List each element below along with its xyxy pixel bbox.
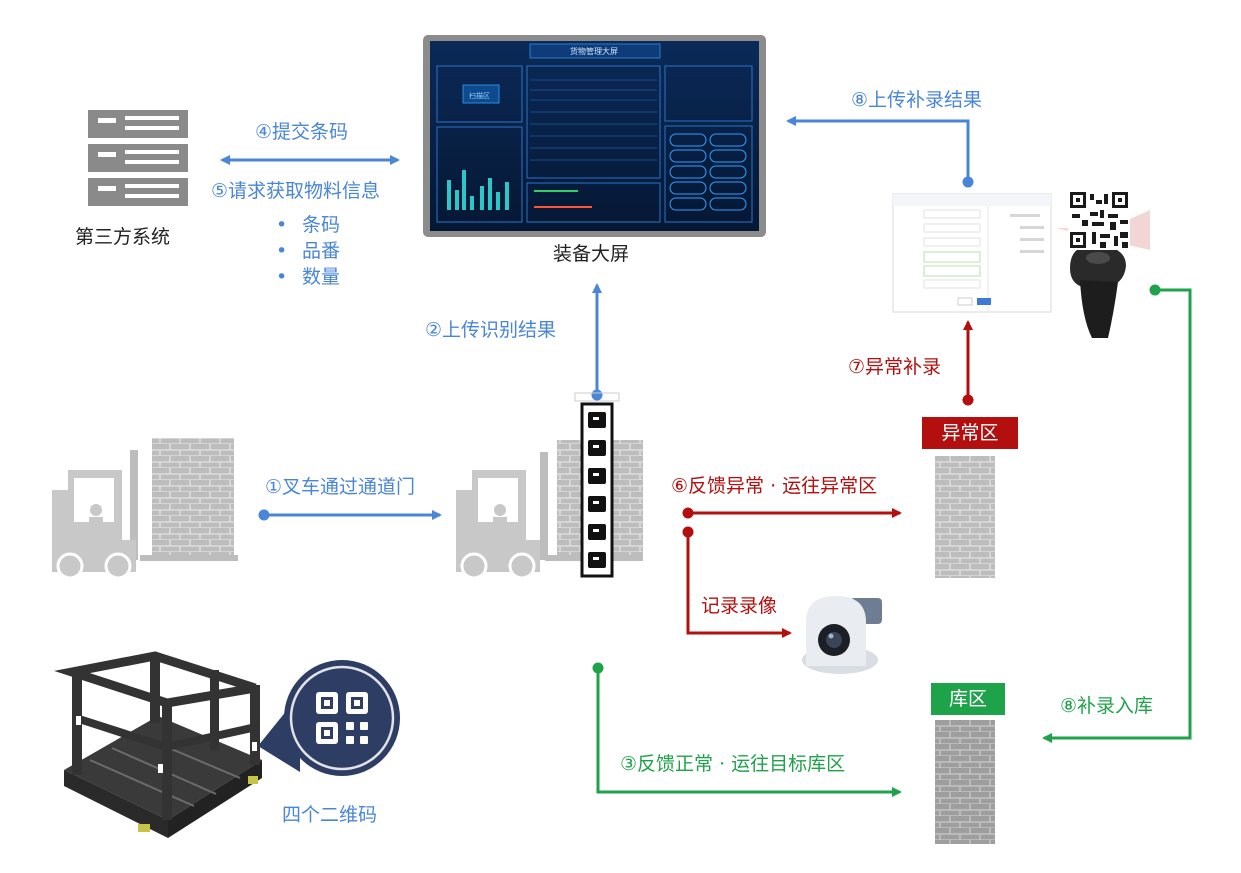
node-big-screen: 装备大屏 [553,243,630,265]
screen-scan-button: 扫描区 [469,92,490,100]
arrow-terminal-big-screen [786,116,970,182]
material-field-quantity: 数量 [276,264,340,290]
label-step8-upload-supplement: ⑧上传补录结果 [851,89,983,111]
node-qr-codes: 四个二维码 [282,804,378,826]
label-step2-upload-result: ②上传识别结果 [425,319,557,341]
label-step8-supplement-stock: ⑧补录入库 [1060,695,1154,717]
label-record-video: 记录录像 [701,595,778,617]
arrow-scanner-to-storage [1042,288,1192,743]
abnormal-zone-badge: 异常区 [922,417,1018,449]
material-field-part-number: 品番 [276,238,340,264]
node-third-party: 第三方系统 [75,226,171,248]
storage-zone-badge: 库区 [931,683,1005,715]
gate-icon [574,392,620,578]
label-step6-abnormal-feedback: ⑥反馈异常 · 运往异常区 [671,475,878,497]
screen-title: 货物管理大屏 [570,47,618,56]
camera-icon [802,596,882,674]
arrow-to-storage-zone [596,668,902,797]
storage-zone-pallet [935,720,995,844]
abnormal-zone-pallet [935,456,995,578]
arrow-to-camera [686,532,792,638]
label-step1-forklift-pass: ①叉车通过通道门 [265,476,416,498]
material-field-list: 条码 品番 数量 [276,212,340,290]
qr-badge-icon [258,660,400,776]
label-step5-request-material: ⑤请求获取物料信息 [211,180,381,202]
big-screen-monitor [423,35,766,237]
qr-code-icon [1068,190,1130,250]
forklift-icon [52,438,238,580]
material-field-barcode: 条码 [276,212,340,238]
label-step7-abnormal-supplement: ⑦异常补录 [848,356,942,378]
label-step4-submit-barcode: ④提交条码 [255,121,349,143]
supplement-form-window [892,193,1052,313]
label-step3-normal-feedback: ③反馈正常 · 运往目标库区 [620,753,846,775]
server-icon [88,110,188,206]
forklift-at-gate-icon [456,440,643,580]
pallet-frame-icon [54,651,262,838]
